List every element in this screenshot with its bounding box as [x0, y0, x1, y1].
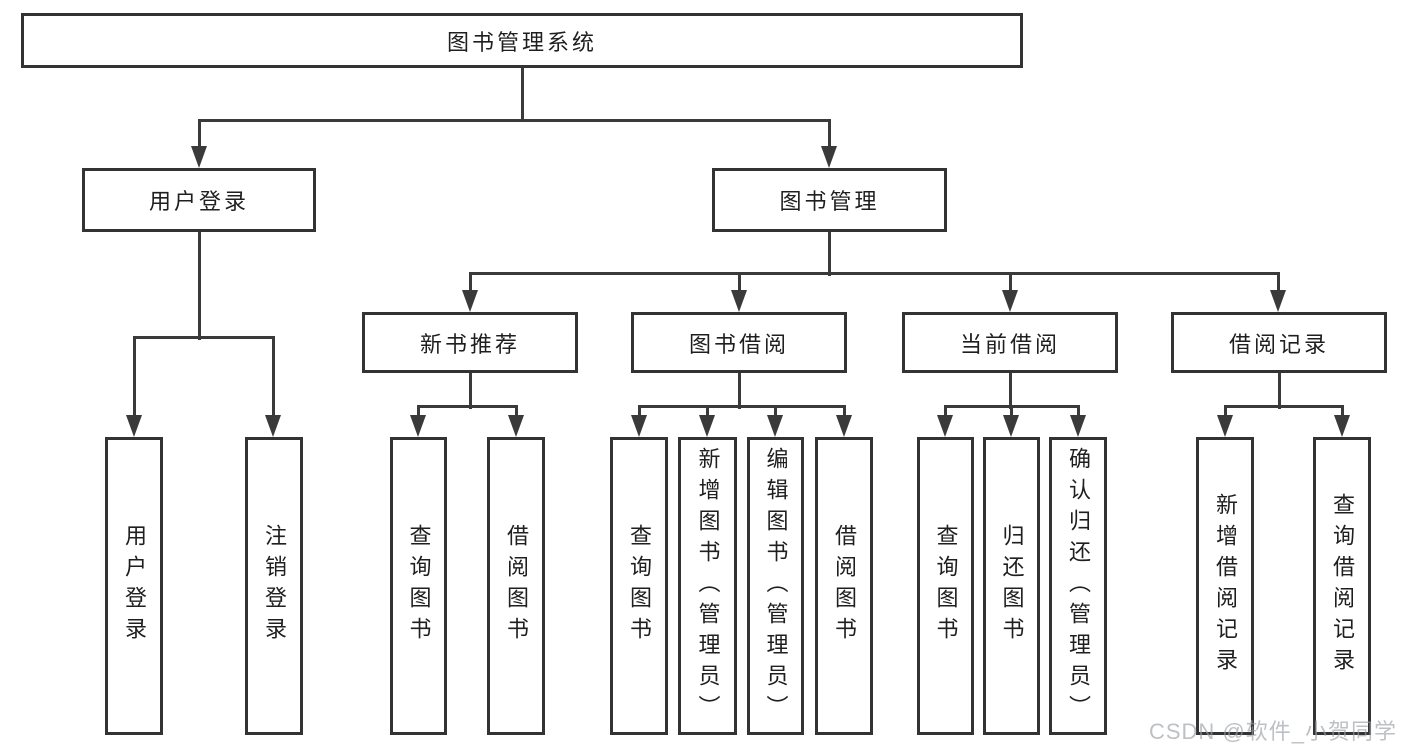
- node-label: 借阅图书: [504, 524, 529, 648]
- connector-stub: [272, 336, 275, 416]
- node-label: 查询图书: [627, 524, 652, 648]
- node-label: 当前借阅: [959, 331, 1060, 357]
- node-book-management: 图书管理: [712, 168, 947, 232]
- node-label: 查询图书: [406, 524, 432, 648]
- connector-vline: [738, 373, 741, 409]
- node-label: 用户登录: [122, 524, 147, 648]
- node-label: 新增借阅记录: [1213, 493, 1238, 679]
- connector-stub: [1341, 405, 1344, 416]
- leaf-borrow-books: 借阅图书: [815, 437, 873, 735]
- node-book-borrowing: 图书借阅: [631, 312, 847, 373]
- connector-stub: [706, 405, 709, 416]
- connector-stub: [1009, 272, 1012, 291]
- node-new-book-recommend: 新书推荐: [362, 312, 578, 373]
- arrow-down-icon: [631, 415, 647, 437]
- arrow-down-icon: [462, 290, 478, 312]
- leaf-edit-books-admin: 编辑图书（管理员）: [747, 437, 804, 735]
- connector-stub: [828, 119, 831, 147]
- connector-stub: [738, 272, 741, 291]
- node-label: 确认归还（管理员）: [1066, 446, 1091, 726]
- arrow-down-icon: [410, 415, 426, 437]
- node-label: 借阅图书: [832, 524, 857, 648]
- leaf-return-books: 归还图书: [983, 437, 1040, 735]
- arrow-down-icon: [1002, 290, 1018, 312]
- leaf-query-books-recommend: 查询图书: [390, 437, 447, 735]
- connector-stub: [515, 405, 518, 416]
- node-label: 查询借阅记录: [1330, 493, 1355, 679]
- connector-stub: [1277, 272, 1280, 291]
- connector-vline: [1009, 373, 1012, 409]
- connector-hbar: [133, 336, 275, 339]
- node-user-login: 用户登录: [82, 168, 316, 232]
- connector-stub: [1010, 405, 1013, 416]
- leaf-logout: 注销登录: [245, 437, 303, 735]
- arrow-down-icon: [937, 415, 953, 437]
- arrow-down-icon: [265, 415, 281, 437]
- arrow-down-icon: [1003, 415, 1019, 437]
- connector-hbar: [417, 405, 518, 408]
- connector-stub: [843, 405, 846, 416]
- arrow-down-icon: [836, 415, 852, 437]
- connector-stub: [133, 336, 136, 416]
- node-label: 借阅记录: [1228, 331, 1329, 357]
- node-label: 新增图书（管理员）: [695, 446, 721, 726]
- arrow-down-icon: [731, 290, 747, 312]
- connector-stub: [944, 405, 947, 416]
- leaf-query-books-current: 查询图书: [917, 437, 974, 735]
- connector-vline: [469, 373, 472, 409]
- connector-stub: [417, 405, 420, 416]
- connector-stub: [469, 272, 472, 291]
- arrow-down-icon: [1070, 415, 1086, 437]
- arrow-down-icon: [508, 415, 524, 437]
- connector-hbar: [638, 405, 846, 408]
- connector-vline: [198, 232, 201, 340]
- connector-stub: [1077, 405, 1080, 416]
- node-label: 图书管理: [779, 189, 880, 214]
- connector-stub: [1224, 405, 1227, 416]
- arrow-down-icon: [191, 146, 207, 168]
- arrow-down-icon: [1334, 415, 1350, 437]
- node-label: 查询图书: [933, 524, 959, 648]
- node-borrow-records: 借阅记录: [1171, 312, 1387, 373]
- arrow-down-icon: [699, 415, 715, 437]
- leaf-query-books-borrowing: 查询图书: [610, 437, 668, 735]
- connector-vline: [521, 68, 524, 122]
- connector-vline: [828, 232, 831, 276]
- node-label: 编辑图书（管理员）: [763, 446, 789, 726]
- arrow-down-icon: [821, 146, 837, 168]
- connector-stub: [198, 119, 201, 147]
- node-label: 图书借阅: [688, 331, 789, 357]
- connector-hbar: [469, 272, 1280, 275]
- leaf-add-borrow-record: 新增借阅记录: [1196, 437, 1254, 735]
- leaf-confirm-return-admin: 确认归还（管理员）: [1049, 437, 1107, 735]
- arrow-down-icon: [1217, 415, 1233, 437]
- node-label: 归还图书: [999, 524, 1025, 648]
- csdn-watermark: CSDN @软件_小贺同学: [1148, 719, 1397, 744]
- node-label: 注销登录: [262, 524, 287, 648]
- connector-hbar: [198, 119, 831, 122]
- leaf-query-borrow-record: 查询借阅记录: [1313, 437, 1371, 735]
- node-library-management-system: 图书管理系统: [21, 13, 1023, 68]
- connector-hbar: [1224, 405, 1344, 408]
- node-label: 用户登录: [148, 189, 249, 214]
- connector-vline: [1278, 373, 1281, 409]
- node-label: 新书推荐: [419, 331, 520, 357]
- node-current-borrowing: 当前借阅: [902, 312, 1118, 373]
- arrow-down-icon: [126, 415, 142, 437]
- node-label: 图书管理系统: [446, 29, 597, 55]
- leaf-add-books-admin: 新增图书（管理员）: [678, 437, 737, 735]
- leaf-borrow-books-recommend: 借阅图书: [487, 437, 545, 735]
- connector-stub: [638, 405, 641, 416]
- arrow-down-icon: [1270, 290, 1286, 312]
- arrow-down-icon: [767, 415, 783, 437]
- connector-stub: [774, 405, 777, 416]
- leaf-user-login: 用户登录: [105, 437, 163, 735]
